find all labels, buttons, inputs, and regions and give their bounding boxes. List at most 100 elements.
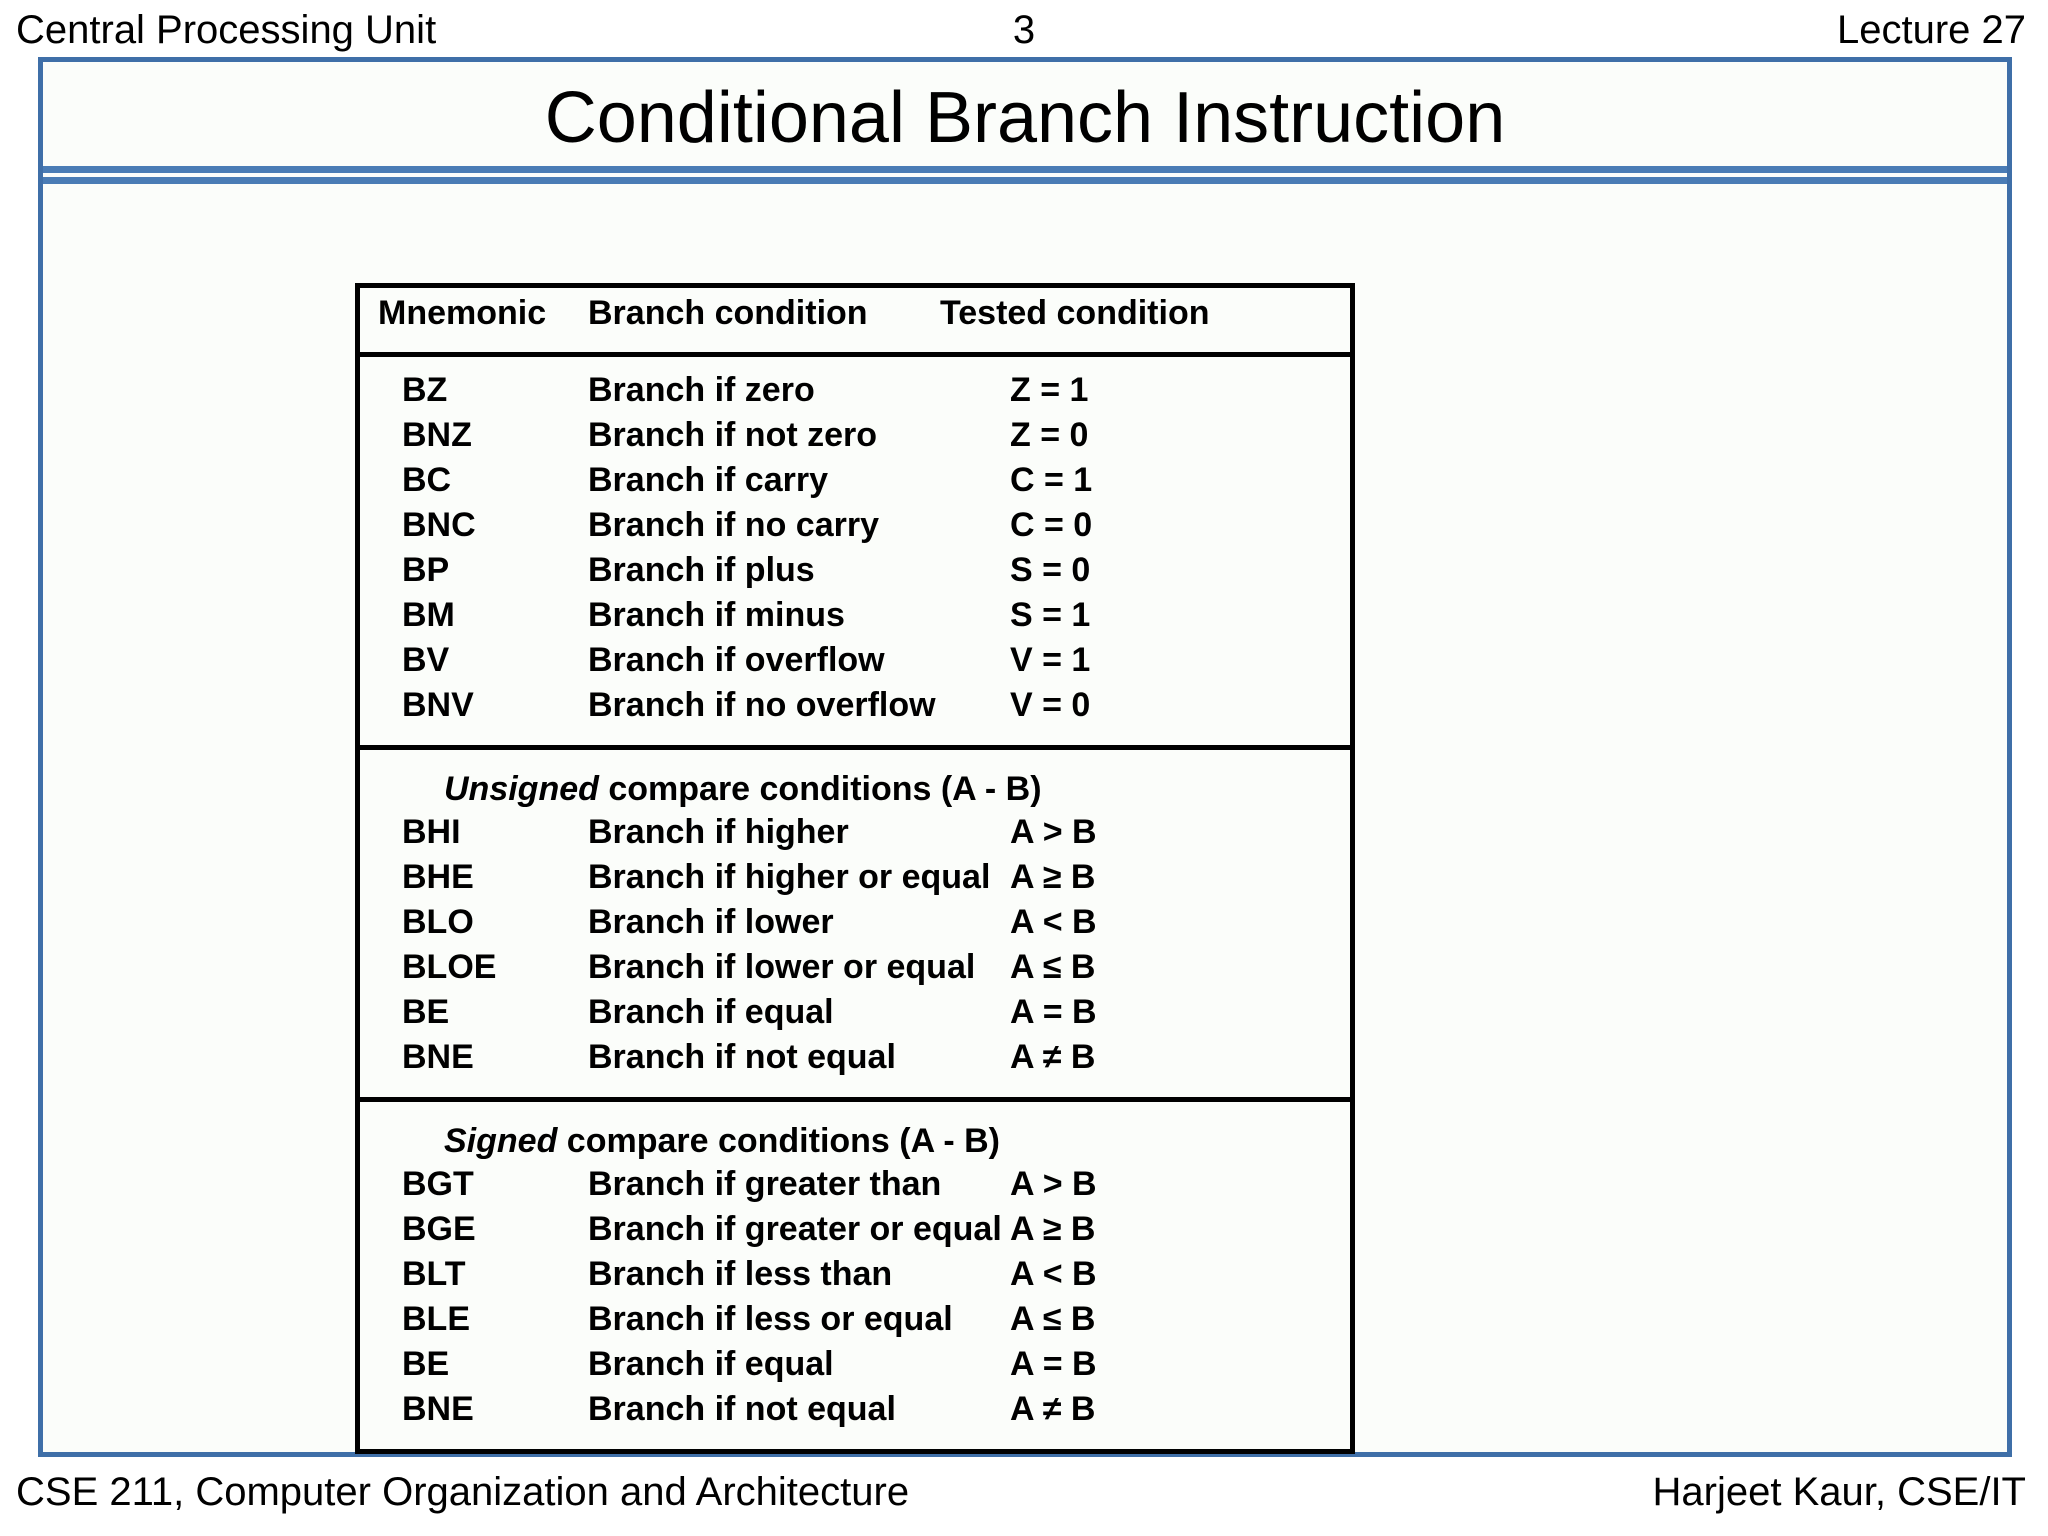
- table-section-signed: Signed compare conditions (A - B) BGT Br…: [360, 1097, 1350, 1449]
- cell-mnemonic: BC: [402, 461, 452, 499]
- cell-tested: A = B: [1010, 1345, 1097, 1383]
- table-row: BZ Branch if zero Z = 1: [360, 371, 1350, 416]
- table-section-unsigned: Unsigned compare conditions (A - B) BHI …: [360, 745, 1350, 1097]
- cell-branch: Branch if greater than: [588, 1165, 942, 1203]
- table-row: BLT Branch if less than A < B: [360, 1255, 1350, 1300]
- slide-frame: Conditional Branch Instruction Mnemonic …: [38, 57, 2012, 1457]
- table-row: BLO Branch if lower A < B: [360, 903, 1350, 948]
- cell-branch: Branch if lower or equal: [588, 948, 976, 986]
- title-divider: [43, 166, 2007, 184]
- table-row: BM Branch if minus S = 1: [360, 596, 1350, 641]
- branch-instruction-table: Mnemonic Branch condition Tested conditi…: [355, 283, 1355, 1454]
- table-row: BNE Branch if not equal A ≠ B: [360, 1038, 1350, 1083]
- cell-tested: A ≤ B: [1010, 948, 1096, 986]
- cell-mnemonic: BE: [402, 1345, 450, 1383]
- cell-tested: A ≥ B: [1010, 1210, 1096, 1248]
- section-label-signed-rest: compare conditions (A - B): [557, 1122, 1000, 1160]
- divider-line-bottom: [43, 177, 2007, 184]
- table-row: BE Branch if equal A = B: [360, 1345, 1350, 1390]
- cell-branch: Branch if less or equal: [588, 1300, 953, 1338]
- section-label-unsigned: Unsigned compare conditions (A - B): [444, 770, 1350, 809]
- section-label-unsigned-emphasis: Unsigned: [444, 770, 599, 808]
- cell-mnemonic: BNE: [402, 1390, 474, 1428]
- cell-branch: Branch if overflow: [588, 641, 885, 679]
- cell-branch: Branch if zero: [588, 371, 815, 409]
- cell-branch: Branch if not zero: [588, 416, 878, 454]
- cell-branch: Branch if higher or equal: [588, 858, 991, 896]
- cell-branch: Branch if equal: [588, 1345, 834, 1383]
- table-row: BHE Branch if higher or equal A ≥ B: [360, 858, 1350, 903]
- table-row: BE Branch if equal A = B: [360, 993, 1350, 1038]
- cell-mnemonic: BNE: [402, 1038, 474, 1076]
- table-row: BNV Branch if no overflow V = 0: [360, 686, 1350, 731]
- cell-tested: V = 1: [1010, 641, 1091, 679]
- cell-branch: Branch if no overflow: [588, 686, 936, 724]
- cell-mnemonic: BZ: [402, 371, 448, 409]
- slide-footer: CSE 211, Computer Organization and Archi…: [0, 1462, 2048, 1536]
- footer-course-label: CSE 211, Computer Organization and Archi…: [16, 1470, 910, 1514]
- cell-tested: S = 1: [1010, 596, 1091, 634]
- cell-branch: Branch if not equal: [588, 1390, 896, 1428]
- cell-mnemonic: BGT: [402, 1165, 474, 1203]
- cell-tested: A < B: [1010, 903, 1097, 941]
- cell-tested: C = 0: [1010, 506, 1093, 544]
- cell-tested: A ≠ B: [1010, 1390, 1096, 1428]
- cell-branch: Branch if greater or equal: [588, 1210, 1002, 1248]
- cell-branch: Branch if less than: [588, 1255, 893, 1293]
- cell-mnemonic: BGE: [402, 1210, 476, 1248]
- table-row: BLE Branch if less or equal A ≤ B: [360, 1300, 1350, 1345]
- cell-tested: V = 0: [1010, 686, 1091, 724]
- cell-tested: A ≥ B: [1010, 858, 1096, 896]
- cell-branch: Branch if higher: [588, 813, 849, 851]
- title-zone: Conditional Branch Instruction: [43, 62, 2007, 174]
- table-row: BV Branch if overflow V = 1: [360, 641, 1350, 686]
- column-header-mnemonic: Mnemonic: [378, 294, 547, 332]
- section-label-unsigned-rest: compare conditions (A - B): [598, 770, 1042, 808]
- table-section-flags: BZ Branch if zero Z = 1 BNZ Branch if no…: [360, 357, 1350, 745]
- slide-number: 3: [1012, 8, 1036, 52]
- table-row: BC Branch if carry C = 1: [360, 461, 1350, 506]
- footer-author-label: Harjeet Kaur, CSE/IT: [1652, 1470, 2026, 1514]
- slide-header: Central Processing Unit 3 Lecture 27: [0, 0, 2048, 57]
- cell-tested: Z = 1: [1010, 371, 1089, 409]
- table-row: BNC Branch if no carry C = 0: [360, 506, 1350, 551]
- column-header-tested-condition: Tested condition: [940, 294, 1210, 332]
- section-label-signed-emphasis: Signed: [444, 1122, 558, 1160]
- cell-mnemonic: BNZ: [402, 416, 472, 454]
- cell-branch: Branch if not equal: [588, 1038, 896, 1076]
- table-header-row: Mnemonic Branch condition Tested conditi…: [360, 288, 1350, 357]
- header-right-label: Lecture 27: [1836, 8, 2026, 52]
- divider-line-top: [43, 166, 2007, 173]
- cell-mnemonic: BLT: [402, 1255, 466, 1293]
- header-left-label: Central Processing Unit: [16, 8, 437, 52]
- section-label-signed: Signed compare conditions (A - B): [444, 1122, 1350, 1161]
- cell-mnemonic: BNV: [402, 686, 474, 724]
- cell-mnemonic: BP: [402, 551, 450, 589]
- table-row: BGE Branch if greater or equal A ≥ B: [360, 1210, 1350, 1255]
- cell-tested: S = 0: [1010, 551, 1091, 589]
- cell-tested: C = 1: [1010, 461, 1093, 499]
- table-row: BLOE Branch if lower or equal A ≤ B: [360, 948, 1350, 993]
- page-title: Conditional Branch Instruction: [544, 78, 1506, 158]
- table-row: BGT Branch if greater than A > B: [360, 1165, 1350, 1210]
- cell-mnemonic: BNC: [402, 506, 476, 544]
- cell-mnemonic: BHI: [402, 813, 461, 851]
- column-header-branch-condition: Branch condition: [588, 294, 868, 332]
- cell-mnemonic: BM: [402, 596, 455, 634]
- cell-mnemonic: BLOE: [402, 948, 497, 986]
- divider-gap: [43, 173, 2007, 177]
- table-row: BNE Branch if not equal A ≠ B: [360, 1390, 1350, 1435]
- cell-tested: A ≤ B: [1010, 1300, 1096, 1338]
- cell-branch: Branch if plus: [588, 551, 815, 589]
- cell-tested: Z = 0: [1010, 416, 1089, 454]
- cell-tested: A < B: [1010, 1255, 1097, 1293]
- table-row: BP Branch if plus S = 0: [360, 551, 1350, 596]
- cell-branch: Branch if no carry: [588, 506, 879, 544]
- cell-mnemonic: BE: [402, 993, 450, 1031]
- cell-mnemonic: BHE: [402, 858, 474, 896]
- cell-tested: A = B: [1010, 993, 1097, 1031]
- cell-tested: A > B: [1010, 1165, 1097, 1203]
- cell-branch: Branch if equal: [588, 993, 834, 1031]
- cell-tested: A ≠ B: [1010, 1038, 1096, 1076]
- cell-mnemonic: BLO: [402, 903, 474, 941]
